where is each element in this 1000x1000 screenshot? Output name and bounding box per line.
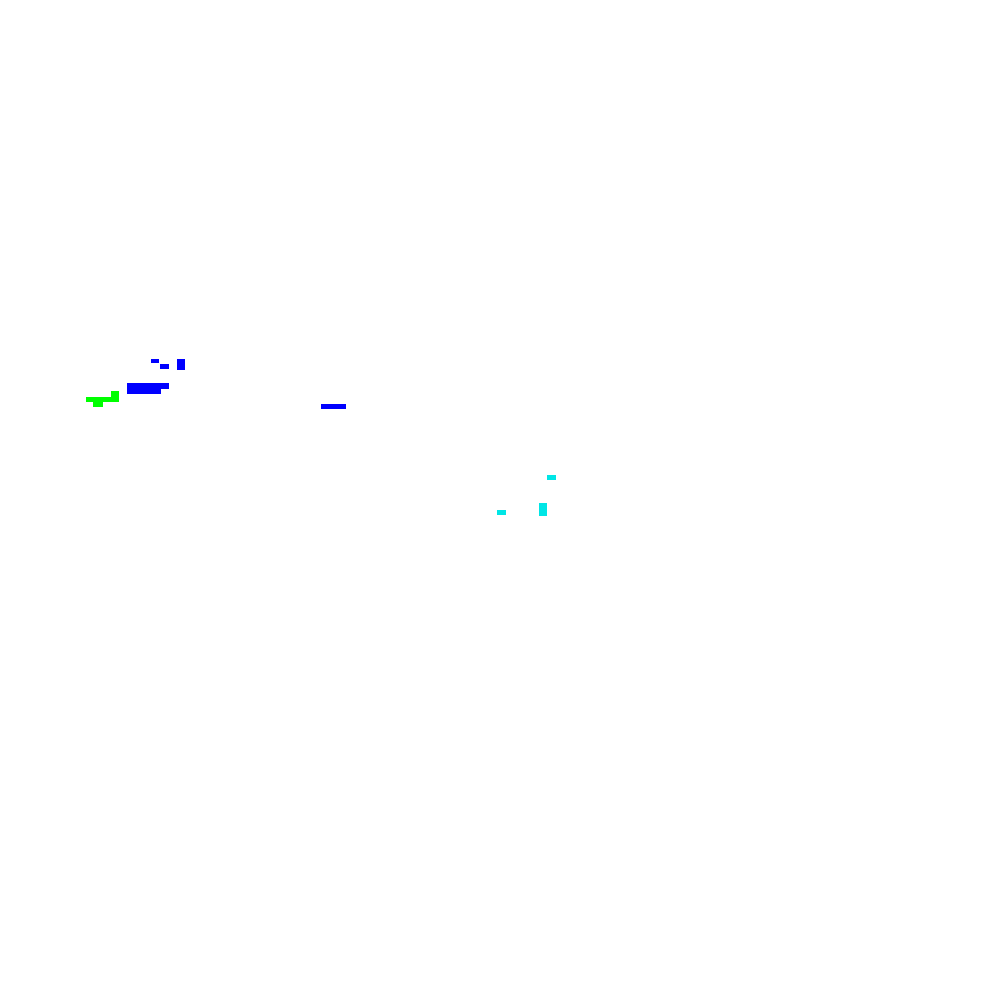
blue-fragment xyxy=(151,359,159,363)
blue-fragment xyxy=(127,383,169,389)
cyan-fragment xyxy=(539,503,547,516)
blue-fragment xyxy=(160,364,169,369)
cyan-fragment xyxy=(547,475,556,480)
blue-fragment xyxy=(127,388,161,394)
blue-fragment xyxy=(321,404,346,409)
blue-fragment xyxy=(177,359,185,370)
green-fragment xyxy=(86,397,119,402)
green-fragment xyxy=(93,401,103,407)
cyan-fragment xyxy=(497,510,506,515)
green-fragment xyxy=(111,391,119,398)
